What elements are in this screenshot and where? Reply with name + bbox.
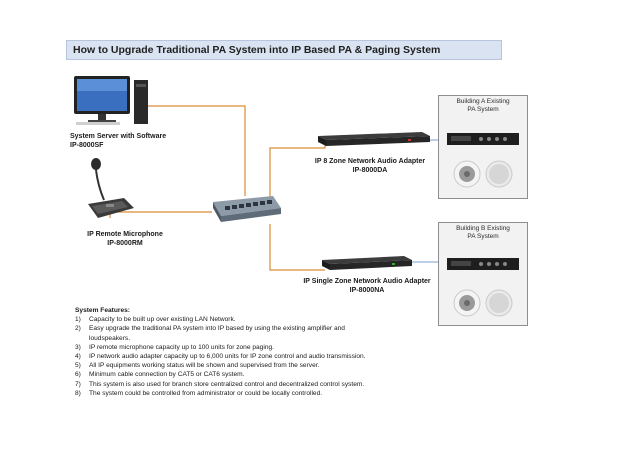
ceiling-speaker-icon [485,160,513,188]
building-b-subtitle: PA System [467,233,499,240]
adapter-single-model: IP-8000NA [349,287,385,294]
feature-item: 1) Capacity to be built up over existing… [75,316,236,324]
server-model: IP-8000SF [70,142,104,149]
feature-item-continuation: loudspeakers. [89,334,131,342]
building-a-box: Building A Existing PA System [438,95,528,199]
link-server-switch [148,105,246,196]
adapter-8zone-model: IP-8000DA [352,167,388,174]
system-features: System Features: 1) Capacity to be built… [75,306,375,398]
adapter-single-icon [322,256,412,270]
amplifier-icon [447,257,519,271]
building-a-title: Building A Existing [456,98,510,105]
amplifier-icon [447,132,519,146]
microphone-label: IP Remote Microphone [87,231,163,238]
feature-item: 5) All IP equipments working status will… [75,362,320,370]
feature-item: 7) This system is also used for branch s… [75,380,365,388]
feature-item: 2) Easy upgrade the traditional PA syste… [75,325,345,333]
title-bar: How to Upgrade Traditional PA System int… [66,40,502,60]
building-b-title: Building B Existing [456,225,510,232]
adapter-8zone-label: IP 8 Zone Network Audio Adapter [314,158,426,165]
microphone-model: IP-8000RM [107,240,143,247]
server-computer-icon [70,72,150,126]
features-heading: System Features: [75,307,130,314]
adapter-8zone-icon [318,132,430,146]
building-a-subtitle: PA System [467,106,499,113]
feature-item: 3) IP remote microphone capacity up to 1… [75,343,274,351]
microphone-icon [84,156,136,222]
building-b-box: Building B Existing PA System [438,222,528,326]
adapter-single-label: IP Single Zone Network Audio Adapter [303,278,431,285]
feature-item: 4) IP network audio adapter capacity up … [75,353,366,361]
feature-item: 6) Minimum cable connection by CAT5 or C… [75,371,245,379]
link-switch-adapter-single [269,224,325,271]
feature-item: 8) The system could be controlled from a… [75,389,323,397]
server-label: System Server with Software [70,133,167,140]
diagram-title: How to Upgrade Traditional PA System int… [73,44,441,56]
network-switch-icon [211,194,283,224]
ceiling-speaker-icon [485,289,513,317]
ceiling-speaker-icon [453,289,481,317]
ceiling-speaker-icon [453,160,481,188]
